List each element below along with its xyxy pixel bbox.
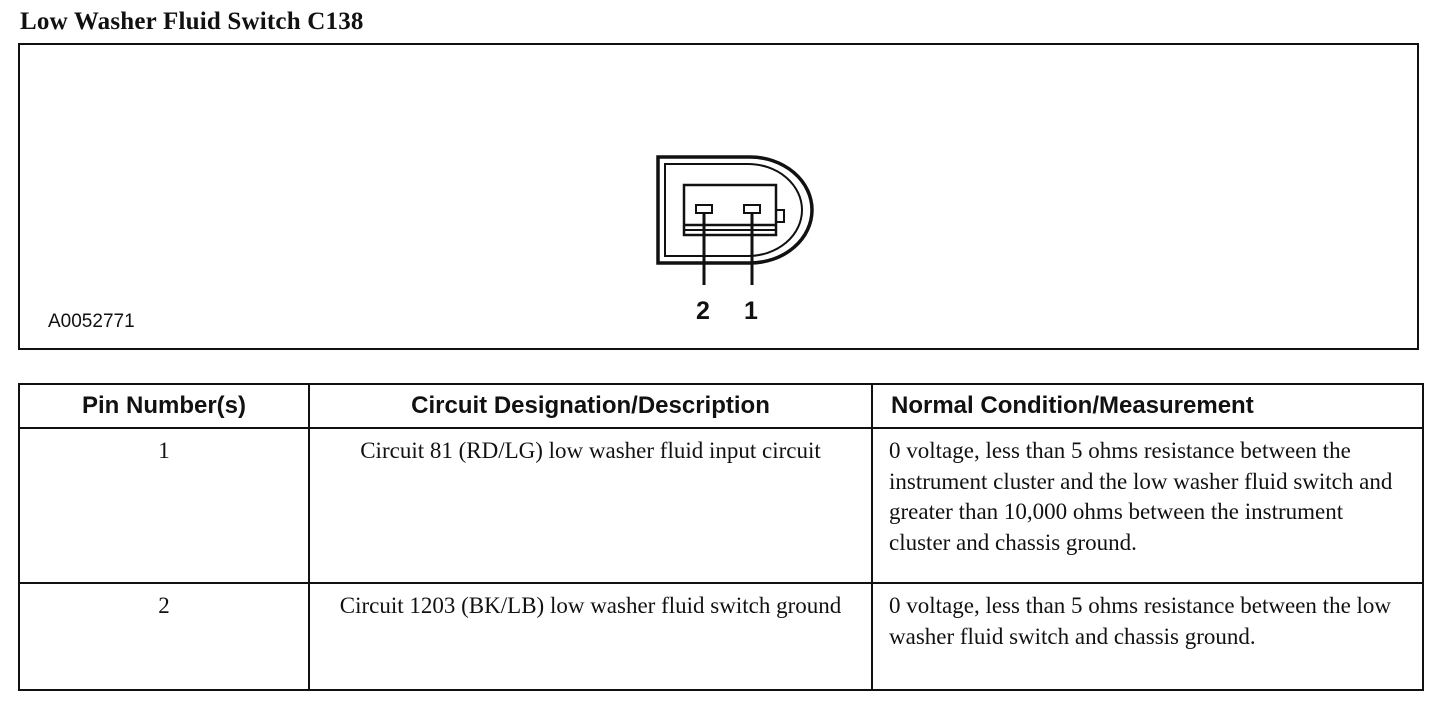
pin-table: Pin Number(s) Circuit Designation/Descri… <box>18 383 1424 691</box>
condition-cell: 0 voltage, less than 5 ohms resistance b… <box>871 582 1424 691</box>
connector-housing-inner <box>664 163 803 257</box>
connector-figure: 2 1 A0052771 <box>18 43 1419 350</box>
header-normal-condition: Normal Condition/Measurement <box>871 383 1424 429</box>
connector-housing-outer <box>656 155 814 265</box>
pin-cavity-1 <box>743 204 761 214</box>
table-header-row: Pin Number(s) Circuit Designation/Descri… <box>18 383 1424 429</box>
pin-number-cell: 1 <box>18 427 310 584</box>
connector-face-diagram <box>656 155 814 285</box>
condition-cell: 0 voltage, less than 5 ohms resistance b… <box>871 427 1424 584</box>
table-row: 1 Circuit 81 (RD/LG) low washer fluid in… <box>18 427 1424 584</box>
circuit-description-cell: Circuit 1203 (BK/LB) low washer fluid sw… <box>308 582 873 691</box>
terminal-block <box>682 183 778 237</box>
pin-label-1: 1 <box>744 297 758 325</box>
page-title: Low Washer Fluid Switch C138 <box>20 8 364 35</box>
header-circuit-designation: Circuit Designation/Description <box>308 383 873 429</box>
figure-id: A0052771 <box>48 311 135 332</box>
pin-label-2: 2 <box>696 297 710 325</box>
header-pin-number: Pin Number(s) <box>18 383 310 429</box>
table-row: 2 Circuit 1203 (BK/LB) low washer fluid … <box>18 582 1424 691</box>
pin-cavity-2 <box>695 204 713 214</box>
pin-number-cell: 2 <box>18 582 310 691</box>
circuit-description-cell: Circuit 81 (RD/LG) low washer fluid inpu… <box>308 427 873 584</box>
